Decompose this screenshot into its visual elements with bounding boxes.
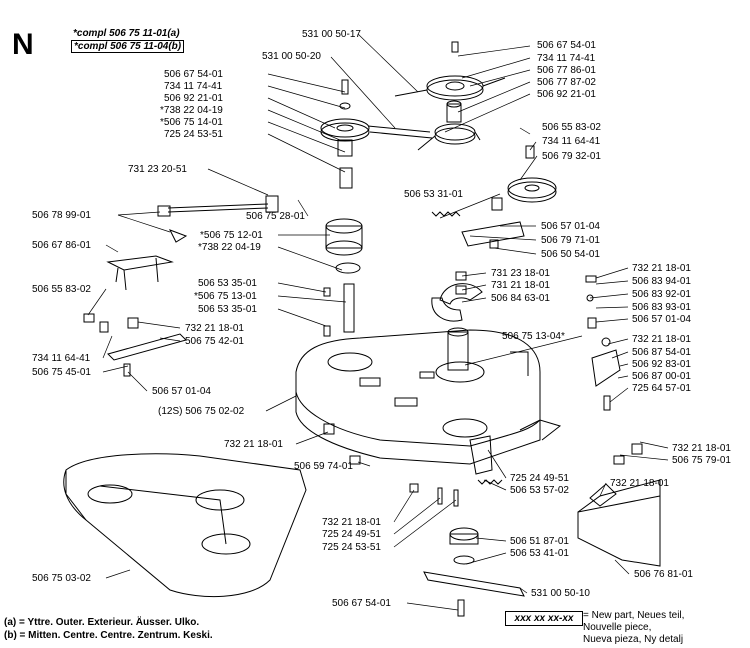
part-label: *738 22 04-19	[198, 242, 261, 253]
section-letter: N	[12, 28, 34, 61]
part-label: 506 75 79-01	[672, 455, 731, 466]
part-label: 732 21 18-01	[672, 443, 731, 454]
part-label: 506 84 63-01	[491, 293, 550, 304]
compl-b-label: *compl 506 75 11-04(b)	[71, 40, 185, 53]
part-label: 506 75 03-02	[32, 573, 91, 584]
part-label: 725 24 53-51	[322, 542, 381, 553]
part-label: 725 24 49-51	[510, 473, 569, 484]
part-label: 506 83 94-01	[632, 276, 691, 287]
part-label: 531 00 50-20	[262, 51, 321, 62]
left-pulley-assembly	[320, 79, 370, 189]
part-label: *506 75 12-01	[200, 230, 263, 241]
part-label: 732 21 18-01	[322, 517, 381, 528]
part-label: 506 83 93-01	[632, 302, 691, 313]
part-label: 734 11 64-41	[32, 353, 91, 364]
bolts	[323, 423, 465, 617]
part-label: 734 11 74-41	[537, 53, 596, 64]
part-label: 506 87 54-01	[632, 347, 691, 358]
bracket-left	[106, 255, 174, 291]
part-label: 506 67 54-01	[537, 40, 596, 51]
part-label: *506 75 13-01	[194, 291, 257, 302]
part-label: 506 75 28-01	[246, 211, 305, 222]
part-label: *506 75 14-01	[160, 117, 223, 128]
tension-spring-bracket	[431, 197, 525, 249]
new-part-legend-text: = New part, Neues teil, Nouvelle piece, …	[583, 610, 684, 646]
compl-a-label: *compl 506 75 11-01(a)	[73, 28, 180, 39]
part-label: 506 55 83-02	[542, 122, 601, 133]
deck-shield	[63, 453, 307, 597]
part-label: 731 23 18-01	[491, 268, 550, 279]
part-label: 731 23 20-51	[128, 164, 187, 175]
deflector-spring	[477, 479, 503, 485]
part-label: 506 92 21-01	[164, 93, 223, 104]
part-label: 725 24 49-51	[322, 529, 381, 540]
part-label: 732 21 18-01	[185, 323, 244, 334]
idler-pulley	[507, 145, 557, 203]
part-label: 506 79 32-01	[542, 151, 601, 162]
part-label: 506 53 57-02	[510, 485, 569, 496]
part-label: 506 92 83-01	[632, 359, 691, 370]
part-label: 531 00 50-10	[531, 588, 590, 599]
part-label: 506 53 35-01	[198, 304, 257, 315]
part-label: 506 53 35-01	[198, 278, 257, 289]
legend-line: Nueva pieza, Ny detalj	[583, 634, 684, 645]
mower-deck	[295, 327, 562, 475]
part-label: 732 21 18-01	[224, 439, 283, 450]
part-label: (12S) 506 75 02-02	[158, 406, 245, 417]
part-label: 506 50 54-01	[541, 249, 600, 260]
legend-line: Nouvelle piece,	[583, 622, 652, 633]
part-label: 734 11 64-41	[542, 136, 601, 147]
part-label: 506 77 86-01	[537, 65, 596, 76]
part-label: 732 21 18-01	[632, 263, 691, 274]
part-label: 734 11 74-41	[164, 81, 223, 92]
linkage-rod	[157, 195, 279, 243]
part-label: 506 51 87-01	[510, 536, 569, 547]
part-label: 506 53 31-01	[404, 189, 463, 200]
new-part-legend-box: xxx xx xx-xx	[505, 611, 583, 626]
part-label: 732 21 18-01	[610, 478, 669, 489]
discharge-chute	[577, 443, 661, 567]
part-label: 506 75 42-01	[185, 336, 244, 347]
part-label: 506 77 87-02	[537, 77, 596, 88]
belt	[367, 125, 433, 139]
part-label: 506 67 86-01	[32, 240, 91, 251]
part-label: 506 53 41-01	[510, 548, 569, 559]
pivot-bracket-right	[585, 275, 621, 411]
note-b: (b) = Mitten. Centre. Centre. Zentrum. K…	[4, 630, 213, 641]
part-label: 506 79 71-01	[541, 235, 600, 246]
part-label: 506 92 21-01	[537, 89, 596, 100]
part-label: 506 83 92-01	[632, 289, 691, 300]
part-label: 725 64 57-01	[632, 383, 691, 394]
part-label: 732 21 18-01	[632, 334, 691, 345]
leader-lines	[87, 33, 669, 611]
part-label: 506 67 54-01	[164, 69, 223, 80]
part-label: 506 59 74-01	[294, 461, 353, 472]
part-label: *738 22 04-19	[160, 105, 223, 116]
part-label: 725 24 53-51	[164, 129, 223, 140]
blade-assembly	[423, 527, 525, 597]
part-label: 506 87 00-01	[632, 371, 691, 382]
part-label: 731 21 18-01	[491, 280, 550, 291]
part-label: 506 57 01-04	[541, 221, 600, 232]
lift-arm	[83, 313, 187, 377]
spindle-housing	[323, 218, 363, 337]
note-a: (a) = Yttre. Outer. Exterieur. Äusser. U…	[4, 617, 200, 628]
part-label: 506 57 01-04	[632, 314, 691, 325]
part-label: 506 76 81-01	[634, 569, 693, 580]
part-label: 506 78 99-01	[32, 210, 91, 221]
part-label: 506 75 13-04*	[502, 331, 565, 342]
part-label: 506 75 45-01	[32, 367, 91, 378]
part-label: 531 00 50-17	[302, 29, 361, 40]
part-label: 506 55 83-02	[32, 284, 91, 295]
part-label: 506 67 54-01	[332, 598, 391, 609]
clutch-plate	[431, 271, 483, 322]
part-label: 506 57 01-04	[152, 386, 211, 397]
legend-line: = New part, Neues teil,	[583, 610, 685, 621]
right-pulley-assembly	[394, 41, 506, 151]
